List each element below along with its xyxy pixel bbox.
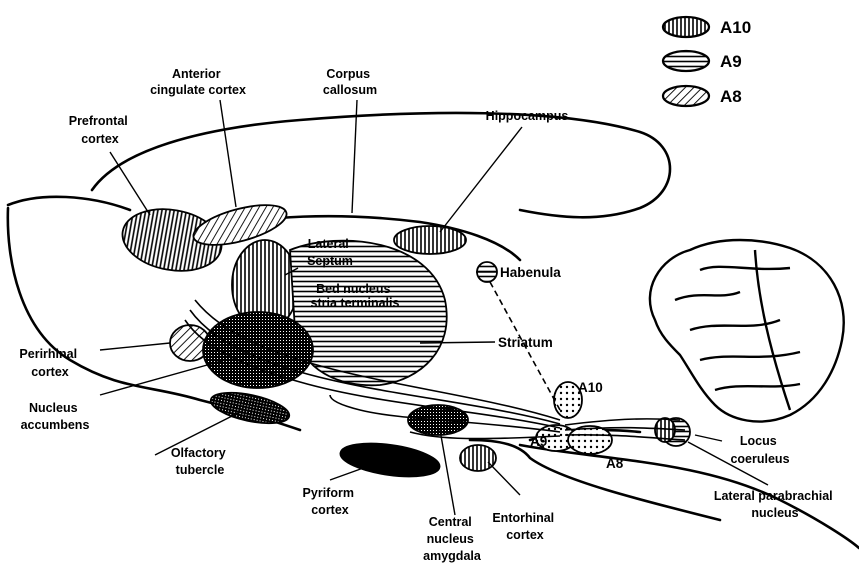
label-nucleus-accumbens: Nucleus accumbens <box>21 401 90 432</box>
label-prefrontal: Prefrontal cortex <box>69 114 132 146</box>
label-corpus-callosum: Corpus callosum <box>323 67 377 97</box>
label-anterior-cingulate: Anterior cingulate cortex <box>150 67 246 97</box>
legend-label-a9: A9 <box>720 52 742 71</box>
label-locus: Locus coeruleus <box>730 434 789 466</box>
label-bed-nucleus: Bed nucleus stria terminalis <box>311 282 400 310</box>
label-olfactory: Olfactory tubercle <box>171 446 229 477</box>
hippocampus-region <box>394 226 466 254</box>
legend-swatch-a10 <box>663 17 709 37</box>
label-hippocampus: Hippocampus <box>486 109 569 123</box>
legend-swatch-a8 <box>663 86 709 106</box>
label-a10: A10 <box>578 380 603 395</box>
label-pyriform: Pyriform cortex <box>303 486 358 517</box>
label-striatum: Striatum <box>498 335 553 350</box>
pyriform-region <box>338 438 441 482</box>
cortex-outline <box>92 113 670 217</box>
legend-item-a8: A8 <box>663 86 742 106</box>
label-perirhinal: Perirhinal cortex <box>19 347 80 379</box>
label-a9: A9 <box>530 434 547 449</box>
legend: A10 A9 A8 <box>663 17 751 106</box>
label-a8: A8 <box>606 456 624 471</box>
label-entorhinal: Entorhinal cortex <box>492 511 557 542</box>
entorhinal-region <box>460 445 496 471</box>
legend-label-a10: A10 <box>720 18 751 37</box>
label-lateral-parabrachial: Lateral parabrachial nucleus <box>714 489 836 520</box>
legend-item-a9: A9 <box>663 51 742 71</box>
a8-region <box>568 426 612 454</box>
olfactory-tubercle-region <box>208 387 292 429</box>
label-central-nucleus: Central nucleus amygdala <box>423 515 482 563</box>
frontal-outer-outline <box>8 197 130 210</box>
cerebellum <box>650 240 844 422</box>
legend-item-a10: A10 <box>663 17 751 37</box>
label-habenula: Habenula <box>500 265 561 280</box>
legend-swatch-a9 <box>663 51 709 71</box>
legend-label-a8: A8 <box>720 87 742 106</box>
